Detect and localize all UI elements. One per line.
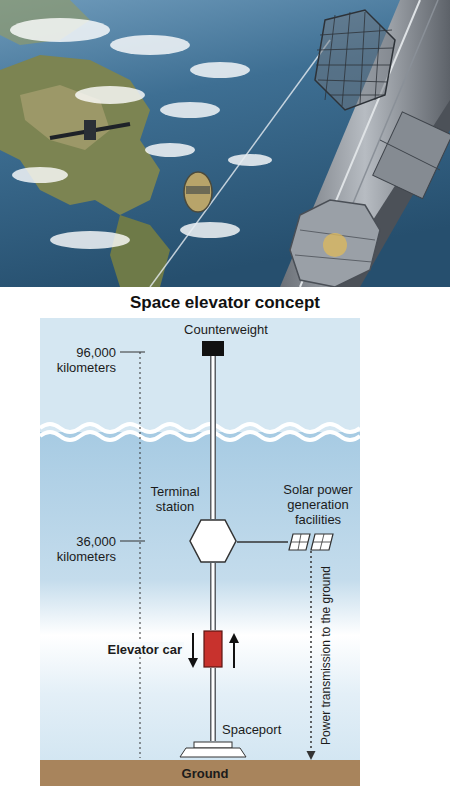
node-label: Solar power generation facilities [278,482,358,527]
counterweight-block: Counterweight [202,341,224,356]
node-label: Elevator car [106,642,184,657]
tether-cable [213,563,214,630]
dimension-tick [120,352,145,353]
habitat-module [290,200,380,287]
node-label: Spaceport [222,722,281,737]
node-label: Counterweight [184,322,268,337]
power-transmission-line [307,551,316,760]
mesh-panel [315,10,395,110]
shape-outline [203,630,223,668]
dimension-tick [120,541,145,542]
shape-outline [178,741,248,758]
station-module [373,112,450,199]
clouds [10,18,272,249]
earth-background [0,0,450,287]
ground-band: Ground [40,760,360,786]
connector-line [237,542,288,543]
diagram-title: Space elevator concept [130,293,320,313]
edge-label: Power transmission to the ground [318,566,333,745]
shape-outline [189,519,237,563]
spaceport-platform: Spaceport [178,741,248,758]
sky-region [40,432,360,760]
shape-outline [288,533,334,551]
tether-cable [213,668,214,741]
terminal-station-hexagon: Terminal station [189,519,237,563]
dimension-label: 36,000 kilometers [48,534,116,564]
space-elevator-illustration [0,0,450,287]
node-label: Terminal station [144,484,206,514]
shape-outline [202,341,224,356]
elevator-car: Elevator car [203,630,223,668]
space-region [40,318,360,432]
arrow-head [307,751,316,760]
tether-cable [213,356,214,519]
direction-arrow [229,633,239,668]
climber-capsule [184,172,212,212]
dimension-line [140,352,141,758]
node-label: Ground [182,766,229,781]
solar-panel-array: Solar power generation facilities [288,533,334,551]
dimension-label: 96,000 kilometers [48,345,116,375]
orbital-beam [50,120,130,140]
direction-arrow [188,633,198,668]
scale-break-wave [40,424,360,440]
